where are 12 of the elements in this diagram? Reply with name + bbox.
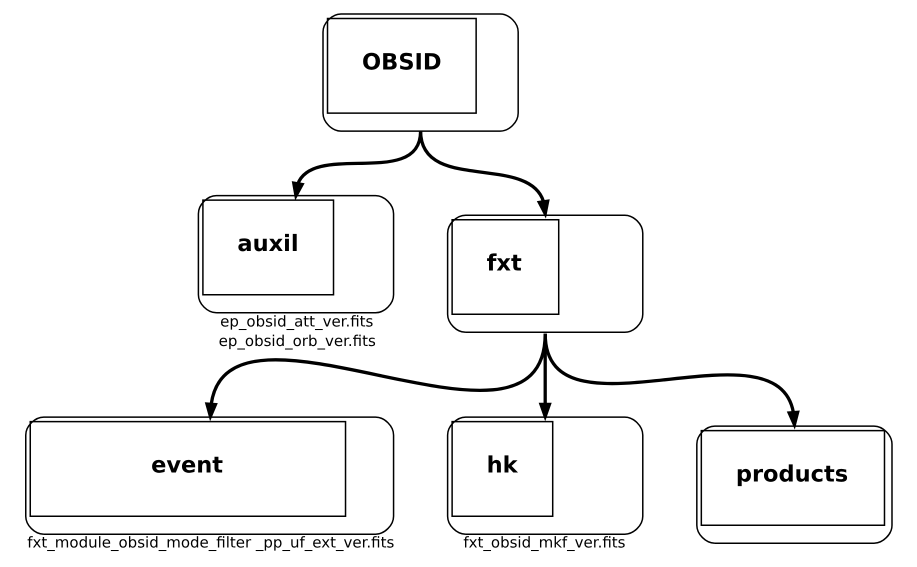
node-box: OBSID — [322, 13, 519, 132]
node-box: auxil — [198, 194, 394, 314]
node-label: ep_obsid_orb_ver.fits — [218, 332, 376, 350]
arrow — [544, 333, 800, 430]
node-box: hk — [446, 416, 644, 535]
node-label: ep_obsid_att_ver.fits — [220, 312, 374, 330]
arrow — [418, 130, 550, 219]
node-box: event — [25, 416, 394, 535]
node-box: fxt — [446, 214, 644, 334]
node-label: fxt_module_obsid_mode_filter _pp_uf_ext_ver.fits — [27, 534, 394, 552]
node-box: products — [696, 425, 893, 544]
node-label: fxt_obsid_mkf_ver.fits — [463, 534, 626, 552]
